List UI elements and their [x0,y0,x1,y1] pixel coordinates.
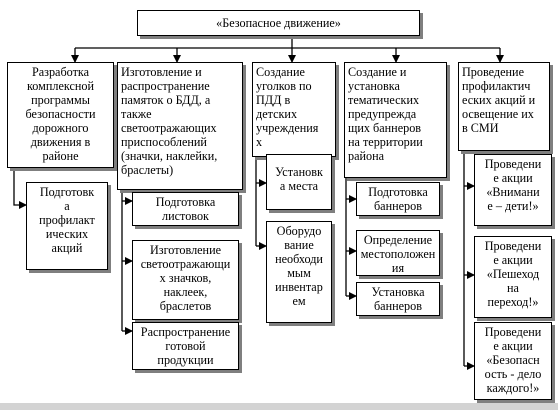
column-3-header: Создание уголков по ПДД в детских учрежд… [252,62,336,157]
column-2-item-3-text: Распространение готовой продукции [140,325,231,367]
column-3-item-2-text: Оборудо вание необходи мым инвентар ем [275,224,323,308]
column-5-item-1: Проведени е акции «Внимани е – дети!» [474,154,552,226]
column-1-item-1: Подготовк а профилакт ических акций [26,182,108,270]
column-4-item-2: Определение местоположен ия [356,230,440,276]
column-4-item-2-text: Определение местоположен ия [360,233,436,275]
column-5-item-2-text: Проведени е акции «Пешеход на переход!» [484,239,542,309]
column-5-item-3-text: Проведени е акции «Безопасн ость - дело … [484,325,542,395]
column-2-header: Изготовление и распространение памяток о… [117,62,243,190]
column-4-item-3-text: Установка баннеров [371,285,425,313]
column-2-item-1-text: Подготовка листовок [155,195,216,223]
column-4-item-3: Установка баннеров [356,282,440,316]
column-1-header: Разработка комплексной программы безопас… [7,62,114,168]
column-3-item-2: Оборудо вание необходи мым инвентар ем [266,221,332,323]
column-2-item-1: Подготовка листовок [132,192,239,226]
column-3-item-1-text: Установк а места [275,165,323,193]
column-1-item-1-text: Подготовк а профилакт ических акций [39,185,95,255]
column-5-item-1-text: Проведени е акции «Внимани е – дети!» [484,157,542,213]
column-3-item-1: Установк а места [266,154,332,210]
arrow-col1-item1 [13,168,27,209]
column-1-header-text: Разработка комплексной программы безопас… [25,65,96,163]
column-4-item-1: Подготовка баннеров [356,182,440,216]
column-5-item-3: Проведени е акции «Безопасн ость - дело … [474,322,552,400]
column-3-header-text: Создание уголков по ПДД в детских учрежд… [256,65,319,149]
root-title: «Безопасное движение» [216,16,341,30]
column-2-header-text: Изготовление и распространение памяток о… [121,65,218,177]
root-node: «Безопасное движение» [137,10,420,36]
column-4-item-1-text: Подготовка баннеров [368,185,428,213]
column-2-item-2-text: Изготовление светоотражающи х значков, н… [140,243,231,313]
column-2-item-2: Изготовление светоотражающи х значков, н… [132,240,239,320]
column-2-item-3: Распространение готовой продукции [132,322,239,370]
column-5-header: Проведение профилактич еских акций и осв… [458,62,550,151]
column-5-header-text: Проведение профилактич еских акций и осв… [462,65,536,135]
column-4-header: Создание и установка тематических предуп… [344,62,447,178]
bottom-scroll-strip [0,403,558,410]
column-5-item-2: Проведени е акции «Пешеход на переход!» [474,236,552,318]
column-4-header-text: Создание и установка тематических предуп… [348,65,423,163]
